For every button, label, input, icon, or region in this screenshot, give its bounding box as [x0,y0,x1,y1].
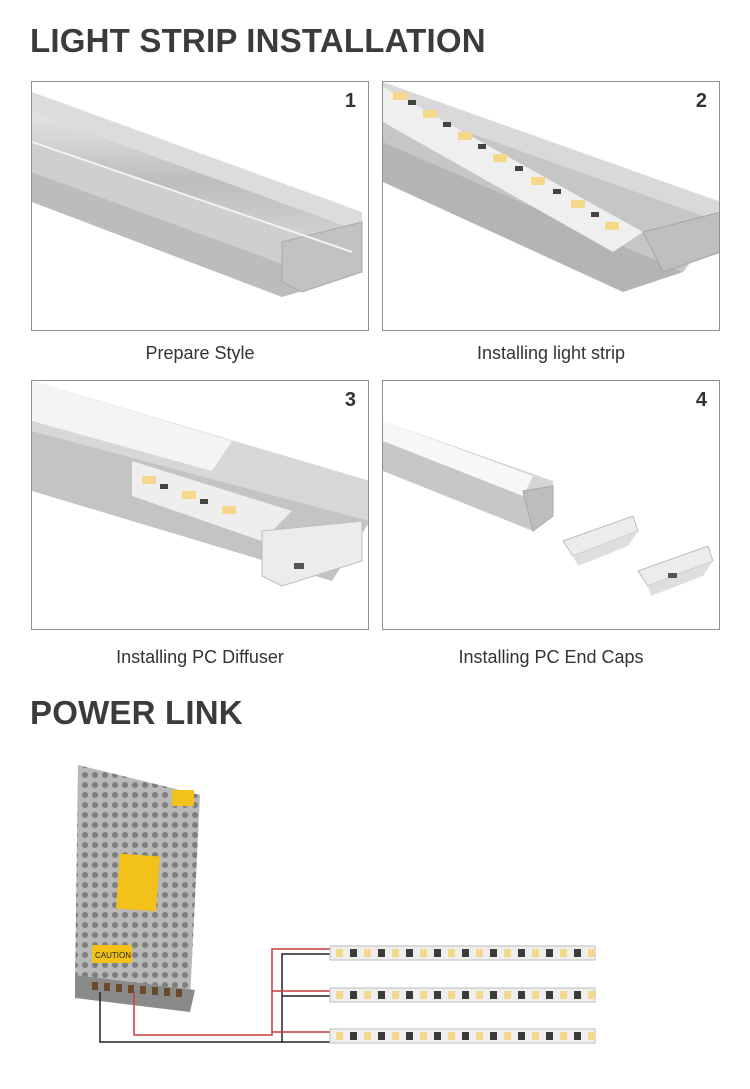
led-chip [406,1032,413,1040]
led-chip [350,991,357,999]
led-chip [392,1032,399,1040]
led-chip [434,949,441,957]
led-chip [560,1032,567,1040]
led-chip [406,991,413,999]
led-chip [504,949,511,957]
step-1-caption: Prepare Style [145,343,255,363]
led-chip [448,991,455,999]
step-number: 1 [344,90,356,112]
led-chip [546,991,553,999]
end-cap-left [562,515,639,566]
led-chip [364,1032,371,1040]
profile-with-diffuser-illustration [32,381,368,587]
led-chip [546,1032,553,1040]
wiring [99,948,330,1043]
led-chip [350,949,357,957]
led-chip [532,1032,539,1040]
led-strip-chips [336,949,595,1040]
led-chip [532,949,539,957]
power-link-heading: POWER LINK [30,694,243,731]
led-chip [420,1032,427,1040]
led-chip [490,949,497,957]
step-number: 4 [695,389,707,411]
led-chip [574,991,581,999]
led-chip [560,949,567,957]
led-chip [518,949,525,957]
step-3-caption: Installing PC Diffuser [116,647,284,667]
led-chip [336,1032,343,1040]
led-chip [560,991,567,999]
led-chip [476,991,483,999]
led-chips [393,92,619,230]
step-number: 2 [695,90,707,112]
led-chip [490,991,497,999]
led-chip [504,1032,511,1040]
caution-label: CAUTION [95,951,131,960]
step-4-caption: Installing PC End Caps [458,647,644,667]
led-chip [336,991,343,999]
led-chip [378,991,385,999]
led-chip [588,991,595,999]
step-1-panel: 1 [31,81,369,331]
led-chip [476,949,483,957]
led-chip [518,1032,525,1040]
profile-with-strip-illustration [383,82,719,292]
led-chip [434,1032,441,1040]
led-chip [364,991,371,999]
led-chip [504,991,511,999]
led-chip [490,1032,497,1040]
led-chip [392,949,399,957]
step-4-panel: 4 [382,380,720,630]
led-chip [462,949,469,957]
led-chip [574,1032,581,1040]
led-chip [364,949,371,957]
installation-heading: LIGHT STRIP INSTALLATION [30,22,486,59]
led-chip [406,949,413,957]
led-chip [336,949,343,957]
profile-with-end-caps-illustration [383,421,714,596]
led-chip [448,949,455,957]
led-chip [378,949,385,957]
led-chip [434,991,441,999]
led-chip [420,949,427,957]
led-chip [448,1032,455,1040]
led-chip [462,991,469,999]
step-2-caption: Installing light strip [476,343,626,363]
power-supply: CAUTION [75,765,200,1012]
step-number: 3 [344,389,356,411]
led-chip [518,991,525,999]
end-cap-right [637,545,714,596]
led-chip [350,1032,357,1040]
step-2-panel: 2 [382,81,720,331]
led-chip [378,1032,385,1040]
led-chip [574,949,581,957]
led-chip [392,991,399,999]
step-3-panel: 3 [31,380,369,630]
led-chip [532,991,539,999]
aluminum-profile-illustration [32,92,363,297]
led-chip [462,1032,469,1040]
led-chip [476,1032,483,1040]
led-chip [420,991,427,999]
led-chip [588,949,595,957]
power-link-diagram: CAUTION [75,765,596,1044]
led-chip [546,949,553,957]
led-chip [588,1032,595,1040]
